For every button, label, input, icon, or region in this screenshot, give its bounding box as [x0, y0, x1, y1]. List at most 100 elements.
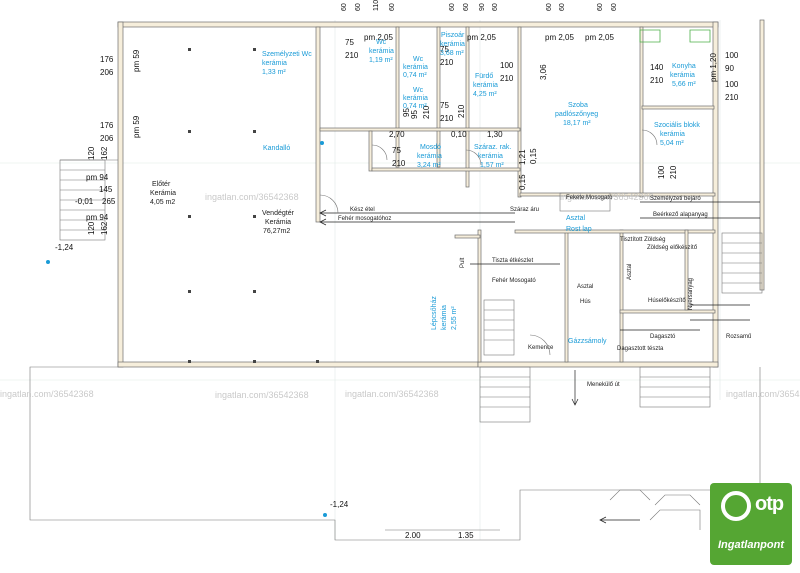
otp-ingatlanpont-logo: otp Ingatlanpont — [710, 483, 792, 565]
flow-label: Tisztított Zöldség — [620, 237, 665, 243]
room-material: kerámia — [478, 153, 503, 160]
watermark: ingatlan.com/36542368 — [345, 389, 439, 399]
flow-label: Beérkező alapanyag — [653, 212, 708, 218]
room-material: kerámia — [670, 72, 695, 79]
dimension-label: pm 94 — [86, 173, 109, 182]
dimension-label: 60 — [449, 3, 456, 11]
dimension-label: 1,21 — [518, 149, 527, 165]
watermark: ingatlan.com/36542368 — [205, 192, 299, 202]
dimension-label: 90 — [725, 64, 734, 73]
dimension-label: 100 — [725, 51, 739, 60]
dimension-label: 2,70 — [389, 130, 405, 139]
room-area: 2,55 m² — [451, 306, 458, 330]
dimension-label: 2.00 — [405, 531, 421, 540]
dimension-label: 60 — [597, 3, 604, 11]
dimension-label: 100 — [500, 61, 514, 70]
terrace — [29, 159, 763, 541]
room-area: 5,66 m² — [672, 81, 696, 88]
room-area: 1,57 m² — [480, 162, 504, 169]
room-material: Kerámia — [265, 219, 291, 226]
watermark: ingatlan.com/36542368 — [726, 389, 800, 399]
room-name: Konyha — [672, 63, 696, 70]
room-name: Wc — [413, 56, 424, 63]
dimension-label: 60 — [611, 3, 618, 11]
logo-brand: otp — [755, 493, 784, 515]
dimension-label: 176 — [100, 55, 114, 64]
room-area: 1,19 m² — [369, 57, 393, 64]
flow-label: Fehér Mosogató — [492, 278, 536, 284]
room-area: 5,04 m² — [660, 140, 684, 147]
dimension-label: 162 — [100, 221, 109, 235]
dimension-label: 210 — [457, 104, 466, 118]
flow-label: Tiszta étkészlet — [492, 258, 533, 264]
room-name: Előtér — [152, 181, 171, 188]
room-labels: Személyzeti Wc kerámia 1,33 m² Wc kerámi… — [150, 32, 700, 345]
dimension-label: 210 — [650, 76, 664, 85]
dimension-label: 210 — [440, 114, 454, 123]
dimension-label: pm 94 — [86, 213, 109, 222]
room-material: kerámia — [440, 41, 465, 48]
dimension-label: 75 — [440, 45, 449, 54]
level-markers — [46, 141, 327, 517]
dimension-label: 110 — [373, 0, 380, 11]
dimension-label: 140 — [650, 63, 664, 72]
dimension-label: 75 — [392, 146, 401, 155]
dimension-label: 95 — [402, 108, 411, 117]
flow-label: Személyzeti bejáró — [650, 196, 701, 202]
room-area: 18,17 m² — [563, 120, 591, 127]
flow-label: Asztal — [577, 284, 593, 290]
dimension-label: 210 — [725, 93, 739, 102]
room-material: kerámia — [369, 48, 394, 55]
dimension-label: 3,06 — [539, 64, 548, 80]
otp-circle-icon — [721, 491, 751, 521]
columns — [188, 48, 319, 363]
dimension-label: pm 2,05 — [467, 33, 496, 42]
level-label: -1,24 — [330, 500, 349, 509]
room-material: kerámia — [441, 305, 448, 330]
room-name: Wc — [376, 39, 387, 46]
flow-label: Kész étel — [350, 207, 375, 213]
fireplace-label: Kandalló — [263, 145, 290, 152]
dimension-label: 1,30 — [487, 130, 503, 139]
room-area: 3,68 m² — [440, 50, 464, 57]
room-area: 1,33 m² — [262, 69, 286, 76]
level-label: -1,24 — [55, 243, 74, 252]
top-dimensions: 60 60 110 60 60 60 90 60 60 60 60 60 pm … — [341, 0, 618, 42]
room-material: kerámia — [660, 131, 685, 138]
dimension-label: 210 — [392, 159, 406, 168]
outer-walls — [117, 19, 765, 368]
flow-label: Menekülő út — [587, 382, 620, 388]
flow-label: Kemence — [528, 345, 554, 351]
dimension-label: 145 — [99, 185, 113, 194]
dimension-label: 75 — [345, 38, 354, 47]
dimension-label: 60 — [463, 3, 470, 11]
room-name: Lépcsőház — [431, 296, 438, 330]
flow-label: Húselőkészítő — [648, 298, 686, 304]
dimension-label: pm 2,05 — [364, 33, 393, 42]
dimension-label: 176 — [100, 121, 114, 130]
room-area: 0,74 m² — [403, 72, 427, 79]
dimension-label: -0,01 — [75, 197, 94, 206]
dimension-label: 75 — [440, 101, 449, 110]
flow-label: Hús — [580, 299, 591, 305]
dimension-label: 0,10 — [451, 130, 467, 139]
flow-label: Pult — [460, 257, 466, 268]
room-name: Száraz. rak. — [474, 144, 511, 151]
dimension-label: 90 — [479, 3, 486, 11]
watermarks: ingatlan.com/36542368 ingatlan.com/36542… — [0, 192, 800, 400]
left-dimensions: 176 206 pm 59 176 206 pm 59 120 162 pm 9… — [55, 49, 500, 540]
room-area: 4,25 m² — [473, 91, 497, 98]
dimension-label: 60 — [492, 3, 499, 11]
dimension-label: 60 — [341, 3, 348, 11]
room-name: Wc — [413, 87, 424, 94]
gas-stool-label: Gázzsámoly — [568, 338, 607, 345]
watermark: ingatlan.com/36542368 — [0, 389, 94, 399]
dimension-label: 120 — [87, 146, 96, 160]
room-name: Szoba — [568, 102, 588, 109]
dimension-label: pm 2,05 — [585, 33, 614, 42]
room-name: Mosdó — [420, 144, 441, 151]
flow-label: Dagasztott tészta — [617, 346, 664, 352]
dimension-label: 60 — [389, 3, 396, 11]
room-material: Kerámia — [150, 190, 176, 197]
flow-label: Zöldség előkészítő — [647, 245, 698, 251]
